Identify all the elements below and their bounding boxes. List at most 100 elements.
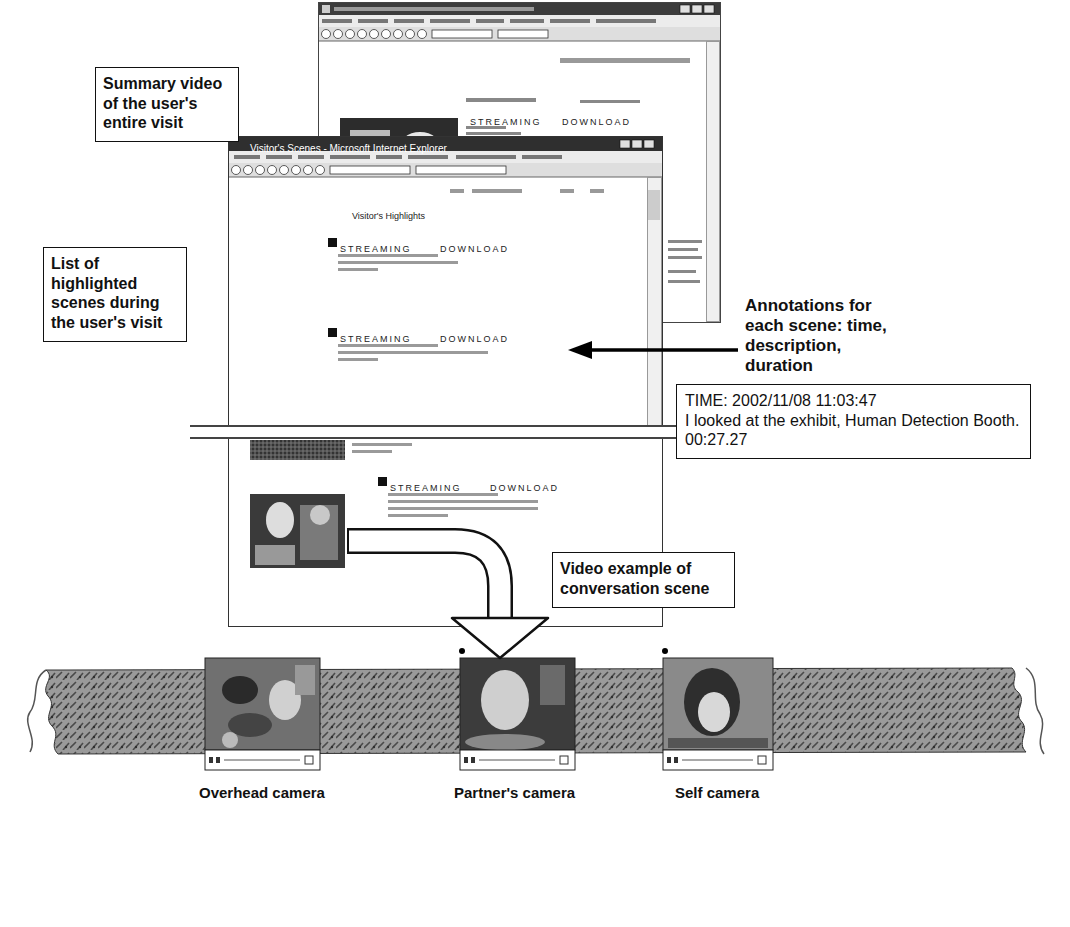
page-text-marks: [668, 256, 702, 259]
page-text-marks: [338, 268, 378, 271]
toolbar-icons: [330, 166, 410, 174]
browser-window-frame: [229, 177, 662, 178]
page-text-marks: [668, 248, 698, 251]
partner-camera-frame: [460, 658, 575, 750]
text-slot: DOWNLOAD: [440, 328, 509, 346]
browser-window-frame: [319, 15, 720, 27]
browser-window-frame: [692, 5, 702, 13]
film-strip: [1026, 668, 1044, 754]
film-strip: [28, 670, 46, 752]
partner-camera-frame: [471, 757, 475, 763]
menu-marks: [476, 19, 504, 23]
toolbar-icons: [418, 30, 427, 39]
box-text: Summary video of the user's entire visit: [103, 74, 229, 133]
browser-window-frame: [704, 5, 714, 13]
browser-window-frame: [322, 5, 330, 13]
browser-window-frame: [648, 190, 660, 220]
overhead-camera-frame: [205, 658, 320, 750]
page-text-marks: [472, 189, 522, 193]
browser-window-frame: [319, 27, 720, 41]
menu-marks: [408, 155, 448, 159]
overhead-camera-frame: [222, 732, 238, 748]
annotation-box: TIME: 2002/11/08 11:03:47I looked at the…: [676, 384, 1031, 459]
page-text-marks: [388, 493, 498, 496]
page-text-marks: [450, 189, 464, 193]
curved-arrow: [347, 541, 548, 658]
page-text-marks: [338, 344, 438, 347]
page-text-marks: [338, 254, 438, 257]
page-text-marks: [668, 270, 696, 273]
camera-caption: Self camera: [675, 784, 759, 802]
partner-camera-frame: [460, 750, 575, 770]
browser-window-frame: [334, 7, 534, 11]
callout-box: List of highlighted scenes during the us…: [43, 247, 187, 342]
toolbar-icons: [322, 30, 331, 39]
link-text: STREAMING: [390, 483, 462, 493]
page-text-marks: [466, 132, 521, 135]
video-thumbnail: [250, 494, 345, 568]
page-cut-mark: [190, 425, 684, 427]
label-slot: Overhead camera: [199, 784, 325, 802]
toolbar-icons: [358, 30, 367, 39]
pointer-arrow: [568, 341, 738, 359]
overhead-camera-frame: [216, 757, 220, 763]
toolbar-icons: [346, 30, 355, 39]
annotation-heading: Annotations for each scene: time, descri…: [745, 296, 890, 376]
menu-marks: [394, 19, 424, 23]
text-slot: STREAMING: [390, 477, 462, 495]
page-heading: Visitor's Highlights: [352, 211, 425, 221]
page-text-marks: [388, 514, 448, 517]
text-slot: STREAMING: [340, 238, 412, 256]
partner-camera-frame: [481, 670, 529, 730]
pointer-arrow: [568, 341, 592, 359]
partner-camera-frame: [459, 648, 575, 770]
overhead-camera-frame: [205, 658, 320, 770]
toolbar-icons: [280, 166, 289, 175]
overhead-camera-frame: [209, 757, 213, 763]
toolbar-icons: [268, 166, 277, 175]
pointer-arrow: [588, 348, 738, 352]
box-text: I looked at the exhibit, Human Detection…: [685, 411, 1019, 431]
page-text-marks: [668, 280, 700, 283]
toolbar-icons: [232, 166, 507, 175]
toolbar-icons: [394, 30, 403, 39]
partner-camera-frame: [464, 757, 468, 763]
link-text: STREAMING: [340, 334, 412, 344]
menu-marks: [298, 155, 324, 159]
overhead-camera-frame: [205, 750, 320, 770]
partner-camera-frame: [479, 760, 555, 761]
page-cut-mark: [190, 425, 684, 439]
menu-marks: [510, 19, 544, 23]
page-text-marks: [338, 261, 458, 264]
partner-camera-frame: [540, 665, 565, 705]
box-text: List of highlighted scenes during the us…: [51, 254, 177, 332]
video-thumbnail: [250, 440, 345, 460]
camera-caption: Overhead camera: [199, 784, 325, 802]
page-cut-mark: [190, 437, 684, 439]
overhead-camera-frame: [228, 713, 272, 737]
label-slot: Partner's camera: [454, 784, 575, 802]
menu-marks: [522, 155, 562, 159]
partner-camera-frame: [459, 648, 465, 654]
curved-arrow: [349, 541, 500, 622]
list-bullet: [378, 477, 387, 486]
browser-window-frame: [560, 58, 690, 63]
video-thumbnail: [310, 505, 330, 525]
browser-window-frame: [680, 5, 690, 13]
page-text-marks: [590, 189, 604, 193]
menu-marks: [234, 155, 260, 159]
toolbar-icons: [256, 166, 265, 175]
self-camera-frame: [668, 738, 768, 748]
self-camera-frame: [667, 757, 671, 763]
text-slot: DOWNLOAD: [490, 477, 559, 495]
page-text-marks: [388, 507, 538, 510]
list-bullet: [328, 238, 337, 247]
page-text-marks: [466, 98, 536, 102]
list-bullet: [328, 328, 337, 337]
browser-window-frame: [229, 163, 662, 177]
toolbar-icons: [322, 30, 549, 39]
menu-marks: [266, 155, 292, 159]
toolbar-icons: [334, 30, 343, 39]
link-text: DOWNLOAD: [562, 117, 631, 127]
self-camera-frame: [698, 692, 730, 732]
